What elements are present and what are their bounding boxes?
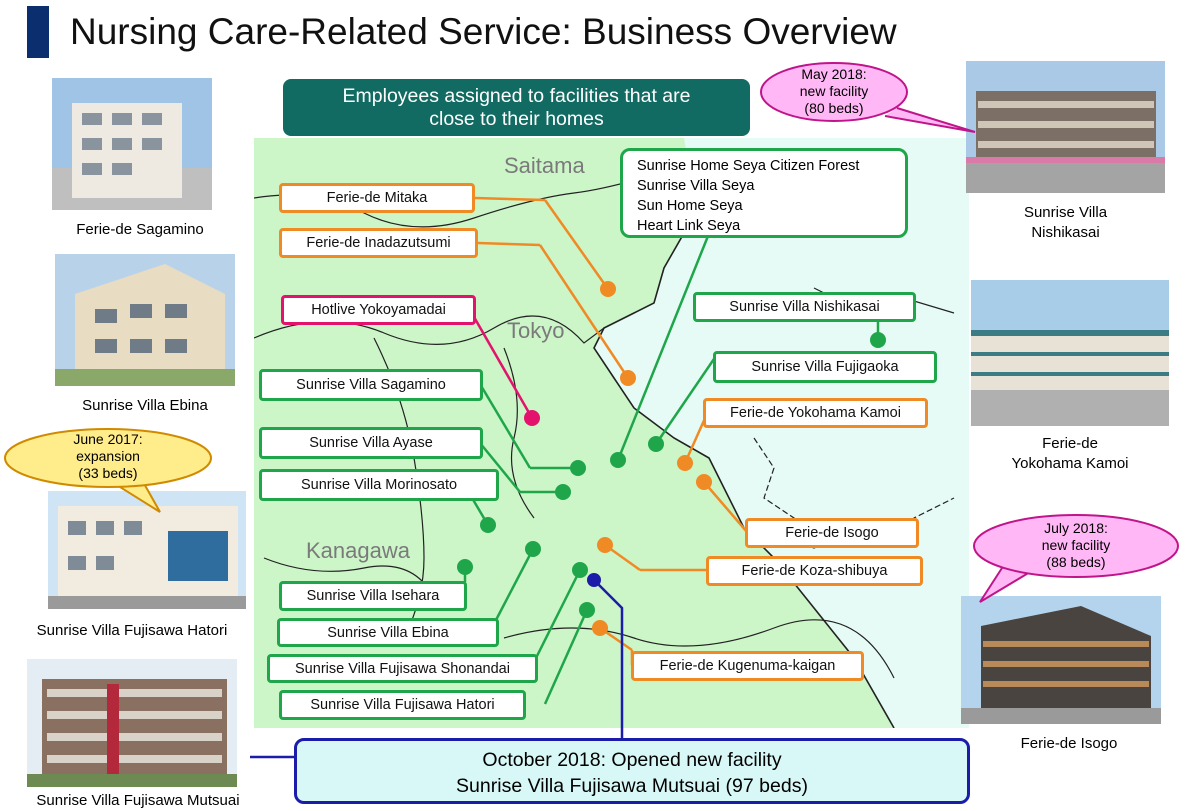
bubble-july-line1: July 2018: bbox=[1044, 520, 1108, 536]
label-villa-fujisawa-shonandai: Sunrise Villa Fujisawa Shonandai bbox=[267, 654, 538, 683]
label-villa-fujigaoka: Sunrise Villa Fujigaoka bbox=[713, 351, 937, 383]
photo-villa-nishikasai bbox=[966, 61, 1165, 193]
october-2018-announcement: October 2018: Opened new facility Sunris… bbox=[294, 738, 970, 804]
label-villa-ebina: Sunrise Villa Ebina bbox=[277, 618, 499, 647]
photo-villa-fujisawa-mutsuai bbox=[27, 659, 237, 787]
caption-nishikasai-line1: Sunrise Villa bbox=[1023, 204, 1108, 221]
photo-ferie-sagamino bbox=[52, 78, 212, 210]
bubble-may-line3: (80 beds) bbox=[804, 100, 864, 116]
label-ferie-kugenuma-kaigan: Ferie-de Kugenuma-kaigan bbox=[631, 651, 864, 681]
caption-isogo: Ferie-de Isogo bbox=[1020, 735, 1118, 752]
title-accent-bar bbox=[27, 6, 49, 58]
caption-sagamino: Ferie-de Sagamino bbox=[76, 221, 204, 238]
photo-villa-fujisawa-hatori bbox=[48, 491, 246, 609]
label-ferie-inadazutsumi: Ferie-de Inadazutsumi bbox=[279, 228, 478, 258]
bubble-july-line2: new facility bbox=[1041, 537, 1111, 553]
region-tokyo: Tokyo bbox=[507, 318, 565, 343]
bubble-june-line1: June 2017: bbox=[73, 431, 143, 447]
label-ferie-mitaka: Ferie-de Mitaka bbox=[279, 183, 475, 213]
label-hotlive-yokoyamadai: Hotlive Yokoyamadai bbox=[281, 295, 476, 325]
page-title: Nursing Care-Related Service: Business O… bbox=[70, 11, 897, 52]
label-villa-morinosato: Sunrise Villa Morinosato bbox=[259, 469, 499, 501]
bubble-june-2017: June 2017: expansion (33 beds) bbox=[2, 426, 217, 516]
caption-kamoi-line1: Ferie-de bbox=[1042, 435, 1098, 452]
label-villa-nishikasai: Sunrise Villa Nishikasai bbox=[693, 292, 916, 322]
caption-ebina: Sunrise Villa Ebina bbox=[82, 397, 208, 414]
bubble-may-2018: May 2018: new facility (80 beds) bbox=[757, 60, 977, 140]
seya-item: Heart Link Seya bbox=[637, 218, 741, 234]
october-line1: October 2018: Opened new facility bbox=[482, 749, 782, 771]
label-villa-isehara: Sunrise Villa Isehara bbox=[279, 581, 467, 611]
label-villa-ayase: Sunrise Villa Ayase bbox=[259, 427, 483, 459]
photo-ferie-isogo bbox=[961, 596, 1161, 724]
bubble-june-line2: expansion bbox=[76, 448, 140, 464]
photo-ferie-yokohama-kamoi bbox=[971, 280, 1169, 426]
label-ferie-koza-shibuya: Ferie-de Koza-shibuya bbox=[706, 556, 923, 586]
caption-nishikasai-line2: Nishikasai bbox=[1031, 224, 1100, 241]
bubble-may-line1: May 2018: bbox=[801, 66, 867, 82]
october-line2: Sunrise Villa Fujisawa Mutsuai (97 beds) bbox=[456, 775, 808, 797]
bubble-may-line2: new facility bbox=[799, 83, 869, 99]
caption-nishikasai: Sunrise Villa Nishikasai bbox=[966, 203, 1165, 243]
caption-kamoi-line2: Yokohama Kamoi bbox=[1011, 455, 1129, 472]
bubble-june-line3: (33 beds) bbox=[78, 465, 138, 481]
seya-item: Sunrise Villa Seya bbox=[637, 178, 755, 194]
region-saitama: Saitama bbox=[504, 153, 585, 178]
seya-item: Sunrise Home Seya Citizen Forest bbox=[637, 158, 860, 174]
caption-kamoi: Ferie-de Yokohama Kamoi bbox=[971, 434, 1169, 474]
seya-facilities-box: Sunrise Home Seya Citizen Forest Sunrise… bbox=[620, 148, 908, 238]
caption-mutsuai: Sunrise Villa Fujisawa Mutsuai bbox=[36, 792, 240, 809]
banner-line-2: close to their homes bbox=[429, 107, 604, 130]
employees-banner: Employees assigned to facilities that ar… bbox=[283, 79, 750, 136]
label-villa-fujisawa-hatori: Sunrise Villa Fujisawa Hatori bbox=[279, 690, 526, 720]
region-kanagawa: Kanagawa bbox=[306, 538, 410, 563]
caption-hatori: Sunrise Villa Fujisawa Hatori bbox=[36, 622, 228, 639]
bubble-july-2018: July 2018: new facility (88 beds) bbox=[972, 512, 1182, 604]
photo-villa-ebina bbox=[55, 254, 235, 386]
label-ferie-yokohama-kamoi: Ferie-de Yokohama Kamoi bbox=[703, 398, 928, 428]
label-ferie-isogo: Ferie-de Isogo bbox=[745, 518, 919, 548]
bubble-july-line3: (88 beds) bbox=[1046, 554, 1106, 570]
label-villa-sagamino: Sunrise Villa Sagamino bbox=[259, 369, 483, 401]
banner-line-1: Employees assigned to facilities that ar… bbox=[342, 84, 691, 107]
seya-item: Sun Home Seya bbox=[637, 198, 743, 214]
